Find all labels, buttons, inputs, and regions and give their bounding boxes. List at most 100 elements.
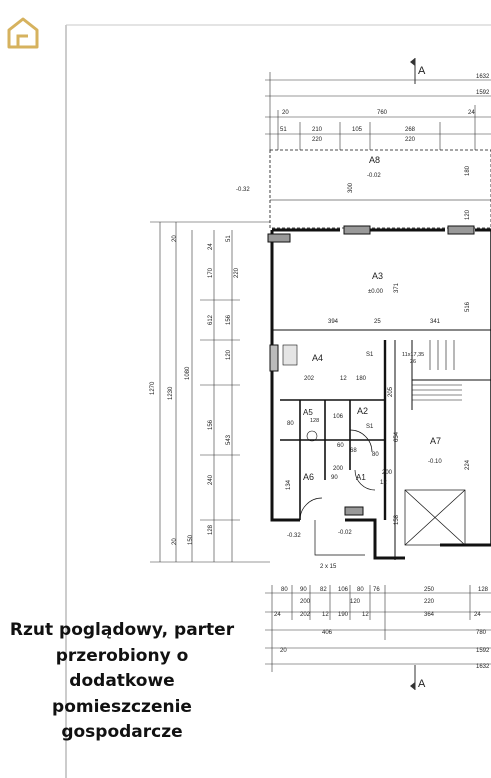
dim-left-col-10: 156 — [208, 419, 214, 430]
dim-interior-23: 106 — [333, 414, 344, 420]
dim-interior-10: 120 — [465, 209, 471, 220]
dim-left-col-15: 20 — [172, 538, 178, 545]
caption-line-4: pomieszczenie — [52, 696, 192, 717]
section-marker-top-label: A — [418, 65, 426, 77]
dim-bottom-row2-6: 24 — [474, 612, 481, 618]
room-level-a3: ±0.00 — [368, 289, 384, 295]
dim-left-overall-0: 1270 — [150, 381, 156, 395]
dim-interior-7: 371 — [394, 282, 400, 293]
dim-top-row1-1: 760 — [377, 110, 388, 116]
dim-left-col-2: 51 — [226, 235, 232, 242]
dim-left-col-14: 150 — [188, 534, 194, 545]
dim-interior-28: 60 — [337, 443, 344, 449]
dim-bottom-row1-6: 250 — [424, 587, 435, 593]
dim-interior-21: 134 — [286, 479, 292, 490]
dim-top-total-b: 1592 — [476, 90, 490, 96]
dim-top-row2-2: 105 — [352, 127, 363, 133]
dim-left-col-7: 120 — [226, 349, 232, 360]
section-marker-top: A — [410, 58, 426, 84]
dim-interior-26: 200 — [333, 466, 344, 472]
dim-left-col-0: 20 — [172, 235, 178, 242]
dim-bottom-row3-1: 780 — [476, 630, 487, 636]
dim-interior-0: 394 — [328, 319, 339, 325]
dim-bottom-total-c: 1632 — [476, 664, 490, 670]
room-label-a4: A4 — [312, 353, 323, 363]
dim-interior-30: 200 — [382, 470, 393, 476]
dim-bottom-row2-0: 24 — [274, 612, 281, 618]
dim-interior-27: 90 — [331, 475, 338, 481]
dim-left-col-1: 24 — [208, 243, 214, 250]
dim-interior-25: 80 — [287, 421, 294, 427]
dim-bottom-total-a: 20 — [280, 648, 287, 654]
dim-interior-5: 180 — [356, 376, 367, 382]
dim-bottom-row1b-0: 200 — [300, 599, 311, 605]
room-label-a5: A5 — [303, 408, 313, 417]
dim-bottom-row2-5: 364 — [424, 612, 435, 618]
dim-bottom-total-b: 1592 — [476, 648, 490, 654]
stair-label: 11x17,35 — [402, 352, 424, 358]
dim-bottom-row2-1: 202 — [300, 612, 311, 618]
level-outside-2: -0.02 — [338, 530, 352, 536]
dim-interior-17: 205 — [388, 386, 394, 397]
dim-left-col-4: 220 — [234, 267, 240, 278]
dim-interior-8: 516 — [465, 301, 471, 312]
dim-interior-13: 26 — [410, 359, 416, 365]
dim-interior-31: 12 — [380, 480, 387, 486]
dim-top-row2-1: 210 — [312, 127, 323, 133]
section-marker-bottom-label: A — [418, 678, 426, 690]
dim-interior-29: 80 — [372, 452, 379, 458]
level-outside-0: -0.32 — [236, 187, 250, 193]
caption-line-3: dodatkowe — [69, 671, 175, 691]
caption-line-5: gospodarcze — [61, 722, 183, 742]
caption-line-2: przerobiony o — [55, 645, 189, 666]
dim-interior-6: 300 — [348, 182, 354, 193]
dim-bottom-row1b-2: 220 — [424, 599, 435, 605]
dim-interior-19: 224 — [465, 459, 471, 470]
room-label-a8: A8 — [369, 155, 380, 165]
plan-caption: Rzut poglądowy, parter przerobiony o dod… — [6, 618, 238, 746]
dim-top-row1-0: 20 — [282, 110, 289, 116]
dim-interior-18: 654 — [394, 431, 400, 442]
dim-top-row2b-0: 220 — [312, 137, 323, 143]
dim-bottom-row1-2: 82 — [320, 587, 327, 593]
dim-interior-4: 12 — [340, 376, 347, 382]
room-level-a7: -0.10 — [428, 459, 442, 465]
dim-left-col-3: 170 — [208, 267, 214, 278]
dim-left-col-13: 128 — [208, 524, 214, 535]
window-label: 2 x 15 — [320, 564, 337, 570]
dim-left-col-12: 240 — [208, 474, 214, 485]
house-logo-icon — [7, 17, 39, 49]
dim-bottom-row1-1: 90 — [300, 587, 307, 593]
room-label-a2: A2 — [357, 406, 368, 416]
dim-interior-3: 202 — [304, 376, 315, 382]
dim-interior-12: S1 — [366, 424, 374, 430]
dim-bottom-row1-4: 80 — [357, 587, 364, 593]
dim-bottom-row1-7: 128 — [478, 587, 489, 593]
dim-interior-16: 128 — [310, 418, 319, 424]
dim-top-total-a: 1632 — [476, 74, 490, 80]
dim-bottom-row1-3: 106 — [338, 587, 349, 593]
dim-bottom-row3-0: 406 — [322, 630, 333, 636]
dim-interior-1: 25 — [374, 319, 381, 325]
dim-left-overall-2: 1080 — [185, 366, 191, 380]
caption-line-1: Rzut poglądowy, parter — [9, 620, 235, 640]
room-label-a7: A7 — [430, 436, 441, 446]
dim-left-col-9: 543 — [226, 434, 232, 445]
dim-interior-24: 68 — [350, 448, 357, 454]
dim-left-overall-1: 1230 — [168, 386, 174, 400]
dim-interior-11: S1 — [366, 352, 374, 358]
level-outside-1: -0.32 — [287, 533, 301, 539]
dim-left-col-6: 156 — [226, 314, 232, 325]
dim-bottom-row2-2: 12 — [322, 612, 329, 618]
dim-left-col-5: 612 — [208, 314, 214, 325]
dim-bottom-row1b-1: 120 — [350, 599, 361, 605]
dim-interior-2: 341 — [430, 319, 441, 325]
dim-bottom-row2-4: 12 — [362, 612, 369, 618]
dim-top-row2-0: 51 — [280, 127, 287, 133]
dim-bottom-row2-3: 190 — [338, 612, 349, 618]
dim-top-row2b-1: 220 — [405, 137, 416, 143]
room-label-a3: A3 — [372, 271, 383, 281]
section-marker-bottom: A — [410, 665, 426, 690]
dim-bottom-row1-5: 76 — [373, 587, 380, 593]
dim-bottom-row1-0: 80 — [281, 587, 288, 593]
